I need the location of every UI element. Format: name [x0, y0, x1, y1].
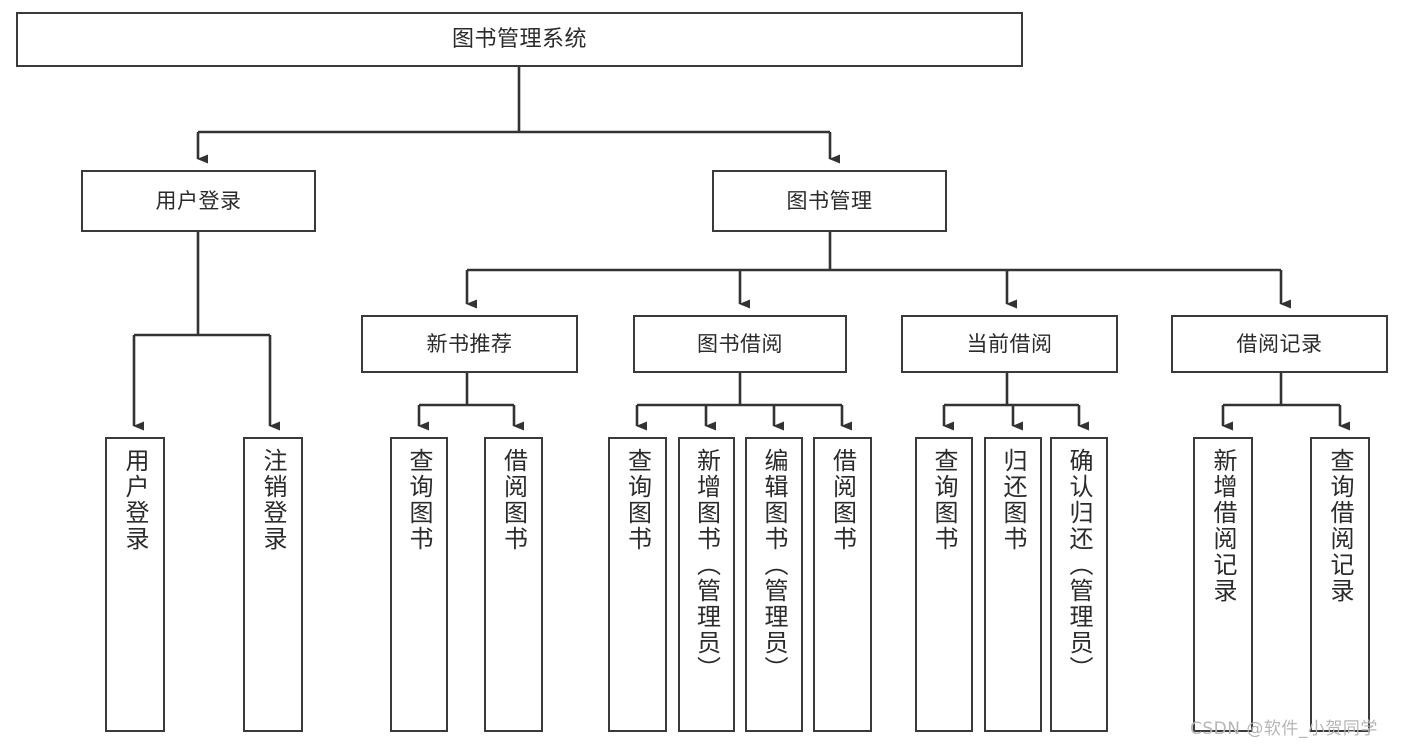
node-leaf-user-login[interactable]: 用户登录	[105, 437, 165, 732]
node-new-book-recommend-label: 新书推荐	[426, 331, 513, 356]
node-book-management[interactable]: 图书管理	[712, 170, 947, 232]
node-book-management-label: 图书管理	[786, 188, 873, 213]
node-root-label: 图书管理系统	[451, 26, 587, 52]
node-borrow-record-label: 借阅记录	[1236, 331, 1323, 356]
node-leaf-query-book-2[interactable]: 查询图书	[608, 437, 667, 732]
node-leaf-add-book[interactable]: 新增图书（管理员）	[678, 437, 735, 732]
node-user-login[interactable]: 用户登录	[81, 170, 316, 232]
node-book-borrow[interactable]: 图书借阅	[633, 315, 847, 373]
node-leaf-borrow-book-2[interactable]: 借阅图书	[813, 437, 872, 732]
node-leaf-user-login-label: 用户登录	[121, 448, 149, 552]
node-leaf-query-record-label: 查询借阅记录	[1326, 448, 1354, 604]
node-leaf-confirm-return[interactable]: 确认归还（管理员）	[1050, 437, 1108, 732]
node-leaf-borrow-book-1-label: 借阅图书	[499, 448, 528, 552]
node-leaf-query-book-3-label: 查询图书	[930, 448, 958, 552]
node-borrow-record[interactable]: 借阅记录	[1171, 315, 1388, 373]
node-user-login-label: 用户登录	[155, 188, 242, 213]
node-leaf-add-book-label: 新增图书（管理员）	[692, 448, 721, 682]
node-leaf-query-book-2-label: 查询图书	[623, 448, 652, 552]
node-leaf-borrow-book-1[interactable]: 借阅图书	[484, 437, 543, 732]
node-leaf-query-book-1[interactable]: 查询图书	[390, 437, 448, 732]
node-leaf-edit-book-label: 编辑图书（管理员）	[760, 448, 788, 682]
node-leaf-return-book[interactable]: 归还图书	[984, 437, 1042, 732]
node-root[interactable]: 图书管理系统	[16, 12, 1023, 67]
node-current-borrow-label: 当前借阅	[966, 331, 1053, 356]
node-leaf-edit-book[interactable]: 编辑图书（管理员）	[745, 437, 803, 732]
node-leaf-add-record[interactable]: 新增借阅记录	[1193, 437, 1253, 732]
node-leaf-borrow-book-2-label: 借阅图书	[828, 448, 857, 552]
node-book-borrow-label: 图书借阅	[697, 331, 783, 356]
node-leaf-query-book-1-label: 查询图书	[405, 448, 433, 552]
node-current-borrow[interactable]: 当前借阅	[901, 315, 1118, 373]
csdn-watermark: CSDN @软件_小贺同学	[1190, 719, 1378, 739]
node-leaf-user-logout-label: 注销登录	[259, 448, 287, 552]
node-leaf-add-record-label: 新增借阅记录	[1209, 448, 1237, 604]
node-leaf-return-book-label: 归还图书	[999, 448, 1027, 552]
node-leaf-user-logout[interactable]: 注销登录	[243, 437, 303, 732]
node-leaf-query-book-3[interactable]: 查询图书	[915, 437, 973, 732]
node-leaf-confirm-return-label: 确认归还（管理员）	[1065, 448, 1093, 682]
node-leaf-query-record[interactable]: 查询借阅记录	[1310, 437, 1370, 732]
node-new-book-recommend[interactable]: 新书推荐	[361, 315, 578, 373]
